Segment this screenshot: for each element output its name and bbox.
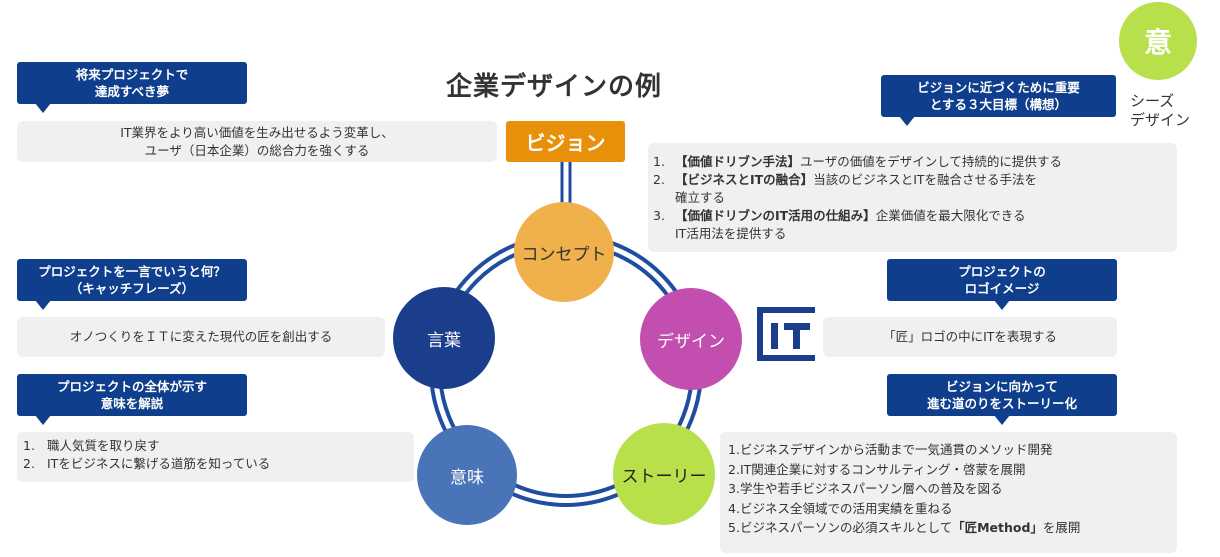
page-title: 企業デザインの例 <box>446 72 663 102</box>
node-story: ストーリー <box>613 423 715 525</box>
node-concept-label: コンセプト <box>521 244 607 265</box>
callout-dream-text: 将来プロジェクトで 達成すべき夢 <box>75 67 189 99</box>
panel-logo: 「匠」ロゴの中にITを表現する <box>823 317 1117 357</box>
callout-meaning: プロジェクトの全体が示す 意味を解説 <box>17 374 247 425</box>
callout-catch: プロジェクトを一言でいうと何？ （キャッチフレーズ） <box>17 259 247 310</box>
meaning-item-text: ITをビジネスに繋げる道筋を知っている <box>47 456 271 471</box>
story-item: 3. 学生や若手ビジネスパーソン層への普及を図る <box>728 479 1177 499</box>
callout-catch-text: プロジェクトを一言でいうと何？ （キャッチフレーズ） <box>38 264 226 296</box>
goals-item-text: 当該のビジネスとITを融合させる手法を 確立する <box>675 172 1038 205</box>
callout-goals-text: ビジョンに近づくために重要 とする３大目標（構想） <box>917 80 1080 112</box>
node-design: デザイン <box>640 288 742 390</box>
node-story-label: ストーリー <box>621 466 707 487</box>
goals-item-bold: 【価値ドリブンのIT活用の仕組み】 <box>675 208 876 223</box>
story-item-text: ビジネス全領域での活用実績を重ねる <box>739 500 953 516</box>
panel-goals: 1. 【価値ドリブン手法】ユーザの価値をデザインして持続的に提供する 2. 【ビ… <box>648 143 1177 252</box>
callout-story: ビジョンに向かって 進む道のりをストーリー化 <box>887 374 1117 425</box>
panel-catch: オノつくりをＩＴに変えた現代の匠を創出する <box>17 317 385 357</box>
story-item: 4. ビジネス全領域での活用実績を重ねる <box>728 499 1177 519</box>
panel-story: 1. ビジネスデザインから活動まで一気通貫のメソッド開発 2. IT関連企業に対… <box>720 432 1177 553</box>
panel-dream: IT業界をより高い価値を生み出せるよう変革し、 ユーザ（日本企業）の総合力を強く… <box>17 121 497 162</box>
story-item-tail: を展開 <box>1042 520 1081 535</box>
goals-item-text: ユーザの価値をデザインして持続的に提供する <box>800 154 1062 169</box>
story-item: 1. ビジネスデザインから活動まで一気通貫のメソッド開発 <box>728 440 1177 460</box>
goals-item-bold: 【ビジネスとITの融合】 <box>675 172 814 187</box>
vision-label: ビジョン <box>506 121 625 162</box>
callout-logo-text: プロジェクトの ロゴイメージ <box>958 264 1046 296</box>
panel-catch-text: オノつくりをＩＴに変えた現代の匠を創出する <box>69 329 333 344</box>
story-item-num: 2. <box>728 461 740 477</box>
callout-logo: プロジェクトの ロゴイメージ <box>887 259 1117 310</box>
node-meaning: 意味 <box>417 425 517 525</box>
takumi-it-logo-icon <box>757 307 815 361</box>
node-words: 言葉 <box>393 287 495 389</box>
goals-item-num: 1. <box>653 154 665 169</box>
goals-item: 3. 【価値ドリブンのIT活用の仕組み】企業価値を最大限化できる IT活用法を提… <box>653 207 1177 243</box>
story-item-num: 4. <box>728 500 740 516</box>
story-item-text: IT関連企業に対するコンサルティング・啓蒙を展開 <box>739 461 1026 477</box>
node-meaning-label: 意味 <box>450 467 484 488</box>
goals-item-bold: 【価値ドリブン手法】 <box>675 154 801 169</box>
story-item: 2. IT関連企業に対するコンサルティング・啓蒙を展開 <box>728 460 1177 480</box>
story-item-num: 5. <box>728 520 740 535</box>
meaning-item-text: 職人気質を取り戻す <box>47 438 160 453</box>
callout-dream: 将来プロジェクトで 達成すべき夢 <box>17 62 247 113</box>
node-words-label: 言葉 <box>427 330 461 351</box>
seeds-caption: シーズ デザイン <box>1130 92 1191 129</box>
panel-meaning: 1. 職人気質を取り戻す 2. ITをビジネスに繋げる道筋を知っている <box>17 432 414 482</box>
callout-meaning-text: プロジェクトの全体が示す 意味を解説 <box>56 379 207 411</box>
callout-story-text: ビジョンに向かって 進む道のりをストーリー化 <box>926 379 1077 411</box>
goals-item: 2. 【ビジネスとITの融合】当該のビジネスとITを融合させる手法を 確立する <box>653 171 1177 207</box>
goals-item-text: 企業価値を最大限化できる IT活用法を提供する <box>675 208 1026 241</box>
meaning-item-num: 2. <box>23 456 35 471</box>
goals-item-num: 3. <box>653 208 665 223</box>
story-item-num: 1. <box>728 442 740 457</box>
story-item-num: 3. <box>728 481 740 496</box>
meaning-item: 2. ITをビジネスに繋げる道筋を知っている <box>23 455 414 473</box>
callout-goals: ビジョンに近づくために重要 とする３大目標（構想） <box>881 75 1116 126</box>
story-item-text: 学生や若手ビジネスパーソン層への普及を図る <box>739 481 1003 496</box>
story-item-text: ビジネスデザインから活動まで一気通貫のメソッド開発 <box>739 442 1053 457</box>
panel-dream-text: IT業界をより高い価値を生み出せるよう変革し、 ユーザ（日本企業）の総合力を強く… <box>120 124 394 158</box>
badge-char: 意 <box>1143 26 1172 59</box>
meaning-item-num: 1. <box>23 438 35 453</box>
story-item: 5. ビジネスパーソンの必須スキルとして 「匠Method」 を展開 <box>728 518 1177 538</box>
story-item-text: ビジネスパーソンの必須スキルとして <box>739 520 953 535</box>
node-design-label: デザイン <box>657 331 725 352</box>
story-item-bold: 「匠Method」 <box>952 520 1043 535</box>
node-concept: コンセプト <box>514 202 614 302</box>
goals-item: 1. 【価値ドリブン手法】ユーザの価値をデザインして持続的に提供する <box>653 153 1177 171</box>
panel-logo-text: 「匠」ロゴの中にITを表現する <box>883 329 1057 344</box>
meaning-item: 1. 職人気質を取り戻す <box>23 437 414 455</box>
seeds-badge-icon: 意 <box>1119 2 1197 80</box>
goals-item-num: 2. <box>653 172 665 187</box>
